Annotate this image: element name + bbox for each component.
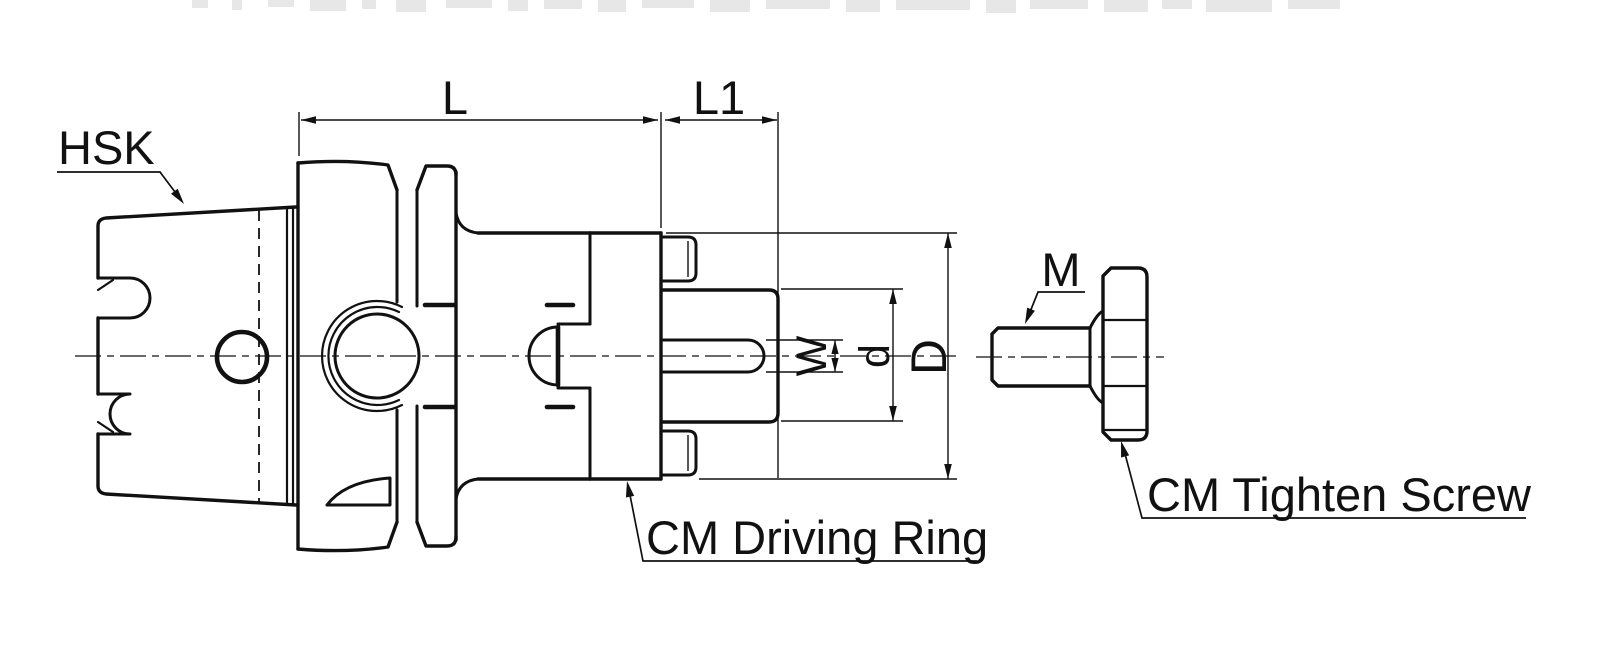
arrow-l-left bbox=[301, 116, 316, 124]
clamp-ball-arc bbox=[527, 325, 560, 387]
flange-drive-slot-wedge bbox=[325, 476, 392, 507]
arrow-w-bottom bbox=[831, 358, 839, 372]
leader-tighten-screw bbox=[1123, 449, 1526, 519]
arrow-l1-left bbox=[665, 116, 680, 124]
ring-lug-top bbox=[659, 235, 698, 283]
ball-track-arc-outer bbox=[321, 299, 404, 413]
v-flange bbox=[296, 159, 458, 553]
gripper-groove-top-chamfer bbox=[96, 278, 115, 292]
flange-top-right-bump bbox=[415, 164, 458, 192]
dim-label-l: L bbox=[442, 71, 468, 124]
drive-ball-circle bbox=[333, 312, 421, 400]
leader-arrow-m-thread bbox=[1025, 307, 1035, 324]
dim-label-l1: L1 bbox=[693, 71, 745, 124]
dim-label-w: W bbox=[788, 335, 836, 376]
neck-fillet-top bbox=[454, 211, 480, 235]
flange-bottom-right-bump bbox=[415, 520, 458, 548]
screw-flare-bottom bbox=[1088, 384, 1105, 405]
dim-label-D: D bbox=[901, 339, 957, 375]
arrow-l1-right bbox=[762, 116, 777, 124]
annotations: HSK CM Driving Ring CM Tighten Screw M bbox=[57, 121, 1532, 564]
gripper-groove-top bbox=[96, 276, 152, 320]
gripper-groove-bottom-chamfer bbox=[96, 420, 115, 434]
label-driving-ring: CM Driving Ring bbox=[646, 511, 988, 564]
arrow-d-bottom bbox=[889, 406, 897, 421]
shank-bottom-taper bbox=[96, 432, 298, 507]
tang-slot bbox=[661, 338, 766, 374]
screw-stud bbox=[990, 326, 1092, 388]
center-lines bbox=[75, 355, 1164, 358]
leader-arrow-hsk bbox=[171, 188, 184, 204]
clamp-notch-edges bbox=[556, 322, 592, 390]
holder-body bbox=[454, 211, 592, 501]
label-tighten-screw: CM Tighten Screw bbox=[1147, 468, 1532, 521]
screw-knob bbox=[1101, 266, 1149, 442]
arrow-D-bottom bbox=[944, 464, 952, 479]
leader-arrow-driving-ring bbox=[625, 481, 635, 498]
shank-top-taper bbox=[96, 205, 298, 280]
arrow-w-top bbox=[831, 340, 839, 354]
neck-fillet-bottom bbox=[454, 477, 480, 501]
dimensions: L L1 D d W bbox=[298, 71, 957, 480]
label-m-thread: M bbox=[1041, 243, 1080, 296]
hsk-shank bbox=[96, 205, 298, 507]
ring-outer-edges bbox=[588, 231, 663, 481]
leader-hsk bbox=[57, 171, 182, 201]
arrow-d-top bbox=[889, 289, 897, 304]
flange-top-left-bump bbox=[296, 159, 399, 192]
screw-flare-top bbox=[1088, 309, 1105, 330]
arrow-D-top bbox=[944, 233, 952, 248]
ring-lug-bottom bbox=[659, 429, 698, 477]
leader-m-thread bbox=[1027, 291, 1085, 318]
ball-track-arc-inner bbox=[327, 305, 401, 407]
label-hsk: HSK bbox=[58, 121, 155, 174]
cm-driving-ring bbox=[588, 231, 698, 481]
scan-artifact-band bbox=[192, 0, 1340, 13]
cm-tighten-screw bbox=[990, 266, 1149, 442]
leader-arrow-tighten-screw bbox=[1121, 441, 1130, 458]
arrow-l-right bbox=[643, 116, 658, 124]
gripper-groove-bottom bbox=[96, 392, 132, 436]
leader-driving-ring bbox=[628, 489, 977, 562]
shank-side-hole bbox=[214, 329, 270, 385]
dim-label-d: d bbox=[851, 344, 899, 368]
flange-bottom-left-bump bbox=[296, 520, 399, 553]
